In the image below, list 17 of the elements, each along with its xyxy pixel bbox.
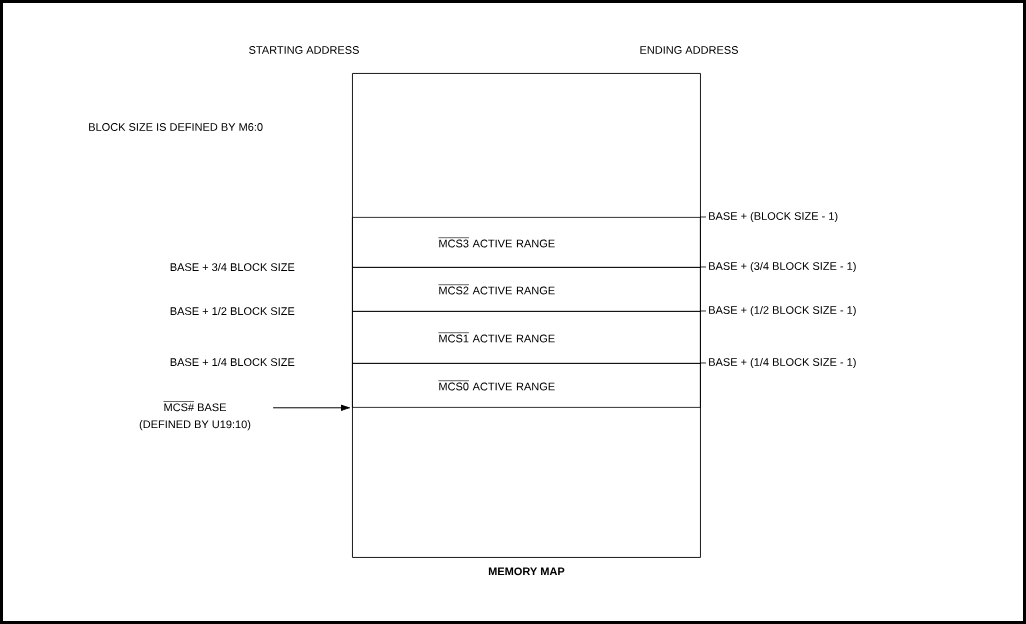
address-label: BASE + 1/2 BLOCK SIZE [170, 306, 295, 316]
address-band: MCS1 ACTIVE RANGE [352, 311, 701, 364]
address-label: BLOCK SIZE IS DEFINED BY M6:0 [89, 123, 263, 131]
address-band: MCS0 ACTIVE RANGE [352, 363, 701, 408]
address-label: ENDING ADDRESS [640, 46, 738, 54]
arrow [272, 404, 351, 411]
address-band: MCS2 ACTIVE RANGE [352, 267, 701, 312]
address-label: BASE + (1/2 BLOCK SIZE - 1) [709, 305, 856, 317]
node-label: MEMORY MAP [488, 567, 565, 576]
address-label: BASE + (3/4 BLOCK SIZE - 1) [709, 261, 856, 273]
address-label: BASE + 3/4 BLOCK SIZE [170, 262, 295, 272]
address-label: BASE + (BLOCK SIZE - 1) [709, 211, 838, 223]
base-label: MCS# BASE (DEFINED BY U19:10) [139, 401, 251, 431]
address-label: BASE + 1/4 BLOCK SIZE [170, 357, 295, 367]
address-label: STARTING ADDRESS [249, 46, 359, 54]
address-band: MCS3 ACTIVE RANGE [352, 217, 701, 268]
address-label: BASE + (1/4 BLOCK SIZE - 1) [709, 357, 856, 369]
